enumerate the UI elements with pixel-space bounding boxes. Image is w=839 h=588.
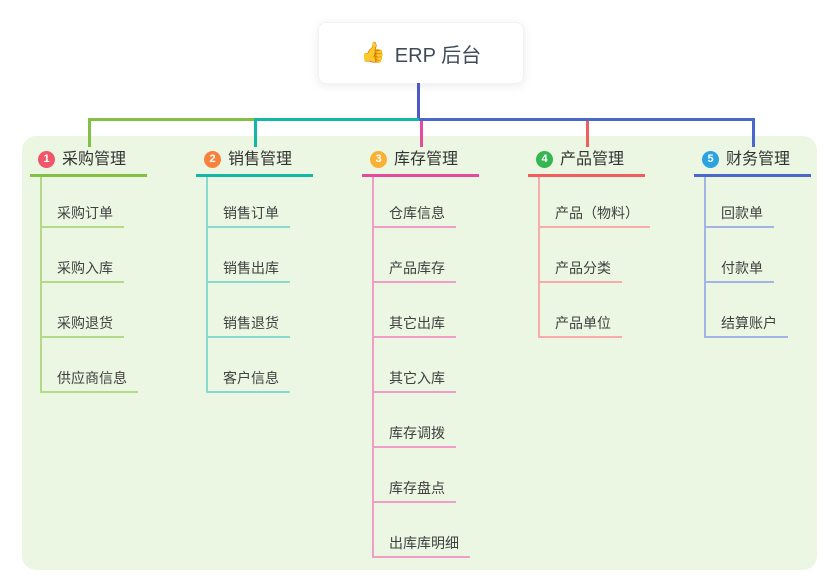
branch-drop-line (752, 118, 755, 147)
branch-underline (362, 174, 479, 177)
child-node[interactable]: 付款单 (721, 260, 763, 276)
child-underline (40, 391, 138, 393)
child-node[interactable]: 销售出库 (223, 260, 279, 276)
child-node[interactable]: 产品单位 (555, 315, 611, 331)
child-underline (40, 226, 124, 228)
child-node[interactable]: 产品分类 (555, 260, 611, 276)
branch-underline (30, 174, 147, 177)
child-node[interactable]: 其它出库 (389, 315, 445, 331)
bus-segment-5 (419, 118, 755, 121)
child-underline (40, 281, 124, 283)
child-node[interactable]: 采购订单 (57, 205, 113, 221)
child-node[interactable]: 出库库明细 (389, 535, 459, 551)
child-node[interactable]: 结算账户 (721, 315, 777, 331)
child-node[interactable]: 客户信息 (223, 370, 279, 386)
child-node[interactable]: 销售退货 (223, 315, 279, 331)
child-underline (206, 226, 290, 228)
branch-number-badge: 2 (204, 151, 221, 168)
child-underline (372, 556, 470, 558)
children-vertical-line (372, 177, 374, 558)
child-underline (538, 336, 622, 338)
child-node[interactable]: 库存调拨 (389, 425, 445, 441)
branch-drop-line (586, 121, 589, 147)
branch-drop-line (420, 121, 423, 147)
child-node[interactable]: 产品库存 (389, 260, 445, 276)
branch-number-badge: 5 (702, 151, 719, 168)
thumbs-up-icon: 👍 (360, 42, 386, 64)
child-underline (372, 336, 456, 338)
branch-underline (694, 174, 811, 177)
branches-panel (22, 136, 817, 570)
children-vertical-line (538, 177, 540, 338)
child-node[interactable]: 其它入库 (389, 370, 445, 386)
branch-node[interactable]: 产品管理 (560, 151, 625, 168)
child-underline (704, 281, 774, 283)
child-underline (40, 336, 124, 338)
child-underline (704, 226, 774, 228)
child-underline (206, 391, 290, 393)
branch-drop-line (88, 118, 91, 147)
branch-drop-line (254, 118, 257, 147)
children-vertical-line (206, 177, 208, 393)
child-underline (372, 446, 456, 448)
child-node[interactable]: 采购入库 (57, 260, 113, 276)
root-node-label: ERP 后台 (394, 44, 482, 67)
branch-number-badge: 4 (536, 151, 553, 168)
child-node[interactable]: 产品（物料） (555, 205, 639, 221)
child-underline (372, 501, 456, 503)
branch-number-badge: 3 (370, 151, 387, 168)
child-node[interactable]: 库存盘点 (389, 480, 445, 496)
bus-segment-1 (88, 118, 257, 121)
branch-node[interactable]: 财务管理 (726, 151, 791, 168)
root-node-erp[interactable]: 👍 ERP 后台 (318, 22, 524, 84)
branch-node[interactable]: 库存管理 (394, 151, 459, 168)
branch-underline (528, 174, 645, 177)
child-node[interactable]: 销售订单 (223, 205, 279, 221)
child-underline (538, 226, 650, 228)
branch-number-badge: 1 (38, 151, 55, 168)
children-vertical-line (40, 177, 42, 393)
child-underline (372, 281, 456, 283)
child-underline (206, 336, 290, 338)
branch-node[interactable]: 采购管理 (62, 151, 127, 168)
children-vertical-line (704, 177, 706, 338)
branch-node[interactable]: 销售管理 (228, 151, 293, 168)
child-underline (372, 226, 456, 228)
child-node[interactable]: 采购退货 (57, 315, 113, 331)
branch-underline (196, 174, 313, 177)
trunk-line (417, 83, 420, 121)
child-node[interactable]: 供应商信息 (57, 370, 127, 386)
child-underline (206, 281, 290, 283)
child-underline (704, 336, 788, 338)
bus-segment-2 (254, 118, 420, 121)
child-underline (538, 281, 622, 283)
child-node[interactable]: 回款单 (721, 205, 763, 221)
child-underline (372, 391, 456, 393)
child-node[interactable]: 仓库信息 (389, 205, 445, 221)
